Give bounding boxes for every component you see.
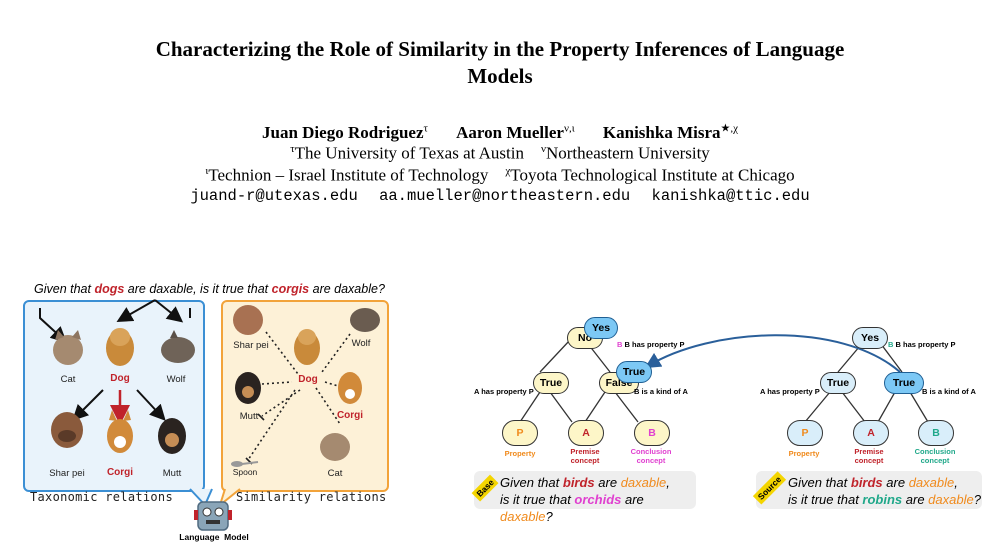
cat-image: [53, 330, 83, 365]
label-dog: Dog: [110, 373, 130, 384]
email-list: juand-r@utexas.edu aa.mueller@northeaste…: [0, 187, 1000, 205]
base-node-true-overlay: True: [616, 361, 652, 383]
source-has-prop: B B has property P: [888, 340, 956, 349]
base-a-has-p: A has property P: [474, 387, 534, 396]
label-cat: Cat: [60, 374, 76, 385]
spoon-image: [231, 461, 259, 467]
source-node-true-right: True: [884, 372, 924, 394]
left-figure-graphics: [39, 299, 380, 531]
robot-icon: [194, 501, 232, 531]
label-wolf: Wolf: [166, 374, 186, 385]
author-1: Juan Diego Rodriguezτ: [261, 122, 428, 142]
source-node-true-left: True: [820, 372, 856, 394]
affiliations-line-2: ιTechnion – Israel Institute of Technolo…: [205, 165, 795, 185]
similarity-caption: Similarity relations: [236, 490, 387, 504]
base-label-conclusion: Conclusion concept: [630, 447, 672, 465]
source-leaf-b: B: [918, 420, 954, 446]
label-sim-corgi: Corgi: [336, 410, 364, 421]
base-label-premise: Premise concept: [570, 447, 600, 465]
corgi-image: [107, 410, 133, 453]
email-3: kanishka@ttic.edu: [651, 187, 810, 205]
base-label-property: Property: [504, 449, 536, 458]
taxonomic-caption: Taxonomic relations: [30, 490, 173, 504]
sharpei-image: [51, 412, 83, 448]
label-sim-spoon: Spoon: [232, 467, 258, 477]
label-sim-mutt: Mutt: [239, 411, 259, 422]
mutt-sim-image: [235, 372, 261, 404]
base-node-yes: Yes: [584, 317, 618, 339]
label-sharpei: Shar pei: [49, 468, 85, 479]
author-3: Kanishka Misra★,χ: [602, 122, 739, 142]
label-corgi: Corgi: [106, 467, 134, 478]
source-question-box: Given that birds are daxable, is it true…: [756, 471, 982, 509]
base-question-box: Given that birds are daxable, is it true…: [474, 471, 696, 524]
cat-sim-image: [320, 433, 350, 461]
sharpei-sim-image: [233, 305, 263, 335]
wolf-sim-image: [350, 308, 380, 332]
corgi-sim-image: [338, 372, 362, 404]
affiliations-line-1: τThe University of Texas at Austin νNort…: [290, 143, 710, 163]
source-node-yes: Yes: [852, 327, 888, 349]
author-list: Juan Diego Rodriguezτ Aaron Muellerν,ι K…: [0, 121, 1000, 143]
dog-sim-image: [294, 329, 320, 365]
mutt-image: [158, 418, 186, 454]
label-sim-wolf: Wolf: [351, 338, 371, 349]
source-label-property: Property: [788, 449, 820, 458]
source-leaf-p: P: [787, 420, 823, 446]
label-sim-sharpei: Shar pei: [233, 340, 269, 351]
base-node-true: True: [533, 372, 569, 394]
source-label-conclusion: Conclusion concept: [914, 447, 956, 465]
label-sim-dog: Dog: [298, 374, 318, 385]
source-a-has-p: A has property P: [760, 387, 820, 396]
language-model-label: Language Model: [179, 532, 249, 542]
source-leaf-a: A: [853, 420, 889, 446]
source-label-premise: Premise concept: [854, 447, 884, 465]
email-1: juand-r@utexas.edu: [190, 187, 358, 205]
base-leaf-p: P: [502, 420, 538, 446]
paper-title: Characterizing the Role of Similarity in…: [155, 37, 845, 88]
base-b-kind-a: B is a kind of A: [634, 387, 688, 396]
author-2: Aaron Muellerν,ι: [456, 122, 575, 142]
base-has-prop: B B has property P: [617, 340, 685, 349]
wolf-image: [161, 330, 195, 363]
base-leaf-a: A: [568, 420, 604, 446]
figure-question: Given that dogs are daxable, is it true …: [34, 282, 385, 296]
source-b-kind-a: B is a kind of A: [922, 387, 976, 396]
label-mutt: Mutt: [162, 468, 182, 479]
email-2: aa.mueller@northeastern.edu: [379, 187, 631, 205]
label-sim-cat: Cat: [327, 468, 343, 479]
base-leaf-b: B: [634, 420, 670, 446]
dog-image: [106, 328, 134, 366]
